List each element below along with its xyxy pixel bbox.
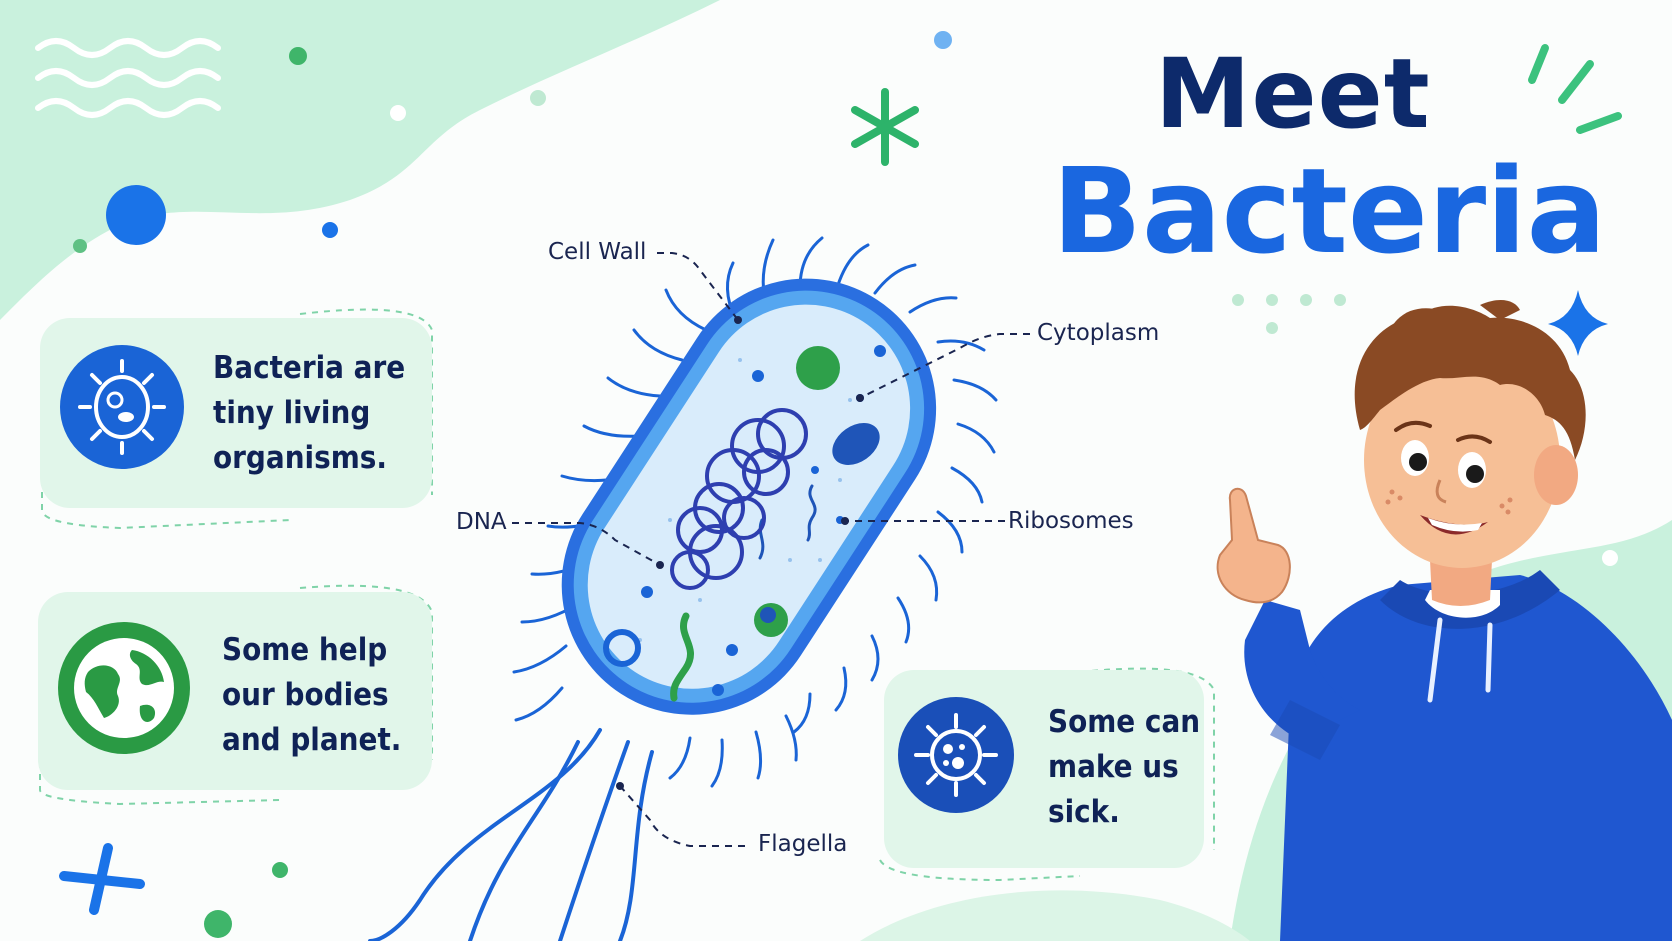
fact-text-3: Some can make us sick. <box>1048 704 1201 830</box>
dot <box>272 862 288 878</box>
vacuole <box>603 629 641 667</box>
hair <box>1354 305 1586 460</box>
boy-illustration <box>1216 299 1672 941</box>
virus-icon <box>898 697 1014 813</box>
hoodie <box>1280 575 1672 941</box>
dot <box>390 105 406 121</box>
fact-text-2: Some help our bodies and planet. <box>222 632 402 758</box>
accent-lines <box>1528 44 1622 134</box>
flagella <box>368 728 654 941</box>
sparkle-icon <box>1548 290 1608 356</box>
label-dna: DNA <box>456 509 507 535</box>
inclusion-body <box>832 423 880 465</box>
wave-decoration <box>35 38 221 118</box>
asterisk-icon <box>851 88 919 166</box>
dot <box>73 239 87 253</box>
globe-icon <box>58 622 190 754</box>
fact-text-1: Bacteria are tiny living organisms. <box>213 350 406 476</box>
title-line-2: Bacteria <box>1052 142 1607 280</box>
dot-cluster <box>1232 294 1346 334</box>
dot <box>934 31 952 49</box>
leader-lines <box>512 252 1030 847</box>
dot <box>322 222 338 238</box>
dot <box>204 910 232 938</box>
ribosome <box>796 346 840 390</box>
plasmid <box>670 612 694 702</box>
label-ribosomes: Ribosomes <box>1008 508 1134 534</box>
dot <box>289 47 307 65</box>
plus-icon <box>59 843 145 915</box>
dot <box>530 90 546 106</box>
arm <box>1244 600 1360 740</box>
pointing-hand <box>1216 487 1291 604</box>
dot <box>106 185 166 245</box>
bacterium-icon <box>60 345 184 469</box>
dna <box>670 408 808 590</box>
bacterium-diagram <box>368 236 1030 941</box>
bottom-right-blob-2 <box>860 890 1250 941</box>
label-cell-wall: Cell Wall <box>548 239 647 265</box>
label-cytoplasm: Cytoplasm <box>1037 320 1160 346</box>
title-line-1: Meet <box>1155 38 1431 150</box>
label-flagella: Flagella <box>758 831 848 857</box>
dot <box>1602 550 1618 566</box>
